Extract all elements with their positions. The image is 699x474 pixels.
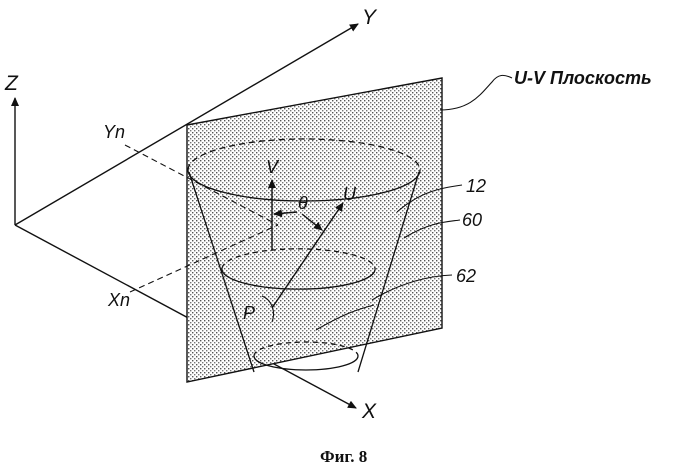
theta-label: θ: [298, 193, 308, 213]
figure-caption: Фиг. 8: [320, 447, 367, 466]
xn-label: Xn: [107, 290, 130, 310]
uv-plane: [187, 78, 442, 382]
z-axis-label: Z: [4, 72, 19, 95]
v-label: V: [266, 157, 280, 177]
callout-12: 12: [466, 176, 486, 196]
x-axis-label: X: [361, 400, 377, 423]
u-label: U: [343, 184, 357, 204]
yn-label: Yn: [103, 122, 125, 142]
y-axis-label: Y: [362, 6, 378, 29]
plane-label: U-V Плоскость: [514, 68, 652, 88]
callout-62: 62: [456, 266, 476, 286]
point-p-label: P: [243, 303, 255, 323]
callout-60: 60: [462, 210, 482, 230]
plane-label-leader: [440, 75, 512, 110]
